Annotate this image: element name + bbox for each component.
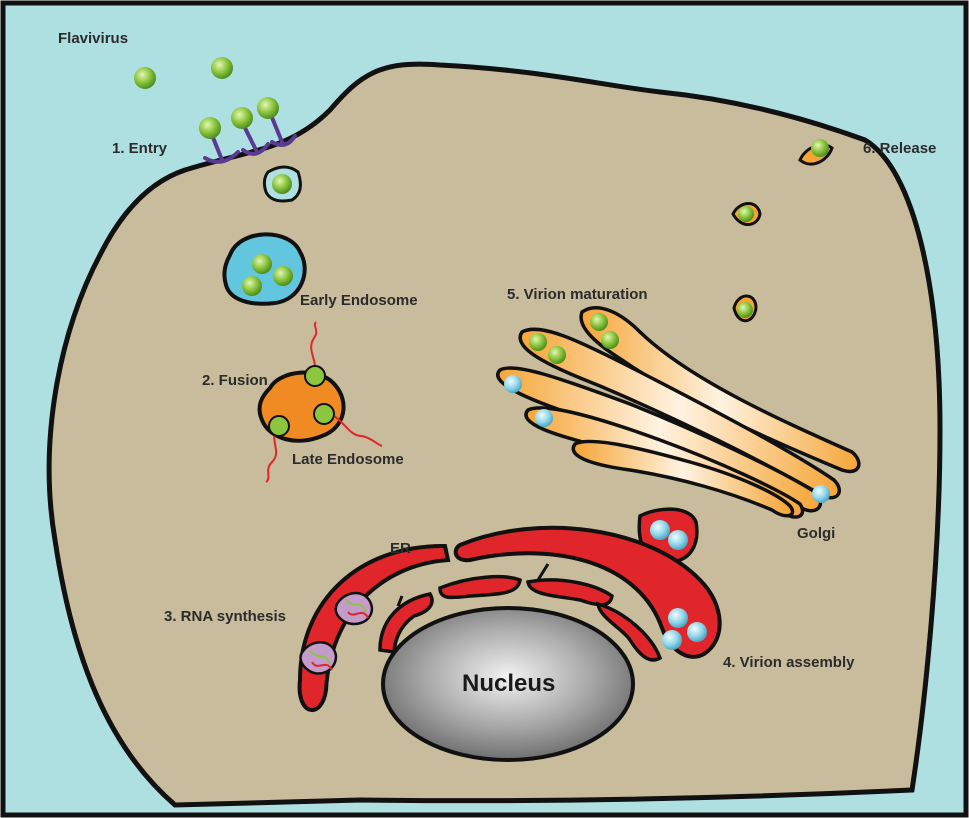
- label-golgi: Golgi: [797, 525, 835, 542]
- mature-virion: [738, 206, 754, 222]
- maturing-virion: [601, 331, 619, 349]
- assembling-virion: [662, 630, 682, 650]
- flavivirus-particle: [269, 416, 289, 436]
- flavivirus-particle: [242, 276, 262, 296]
- label-entry: 1. Entry: [112, 140, 167, 157]
- immature-virion: [668, 530, 688, 550]
- flavivirus-particle: [134, 67, 156, 89]
- label-release: 6. Release: [863, 140, 936, 157]
- label-er: ER: [390, 540, 411, 557]
- immature-virion: [535, 409, 553, 427]
- maturing-virion: [548, 346, 566, 364]
- assembling-virion: [687, 622, 707, 642]
- label-flavivirus: Flavivirus: [58, 30, 128, 47]
- label-virion-maturation: 5. Virion maturation: [507, 286, 648, 303]
- label-virion-assembly: 4. Virion assembly: [723, 654, 854, 671]
- mature-virion: [737, 302, 753, 318]
- label-rna-synthesis: 3. RNA synthesis: [164, 608, 286, 625]
- flavivirus-particle: [314, 404, 334, 424]
- label-nucleus: Nucleus: [462, 670, 555, 698]
- maturing-virion: [529, 333, 547, 351]
- immature-virion: [812, 485, 830, 503]
- flavivirus-particle: [305, 366, 325, 386]
- flavivirus-particle: [273, 266, 293, 286]
- released-virion: [811, 139, 829, 157]
- immature-virion: [504, 375, 522, 393]
- flavivirus-particle: [211, 57, 233, 79]
- label-early-endosome: Early Endosome: [300, 292, 418, 309]
- flavivirus-particle: [272, 174, 292, 194]
- flavivirus-particle: [252, 254, 272, 274]
- flavivirus-particle: [199, 117, 221, 139]
- maturing-virion: [590, 313, 608, 331]
- label-late-endosome: Late Endosome: [292, 451, 404, 468]
- replication-complex: [336, 593, 372, 624]
- immature-virion: [650, 520, 670, 540]
- flavivirus-particle: [231, 107, 253, 129]
- label-fusion: 2. Fusion: [202, 372, 268, 389]
- assembling-virion: [668, 608, 688, 628]
- flavivirus-particle: [257, 97, 279, 119]
